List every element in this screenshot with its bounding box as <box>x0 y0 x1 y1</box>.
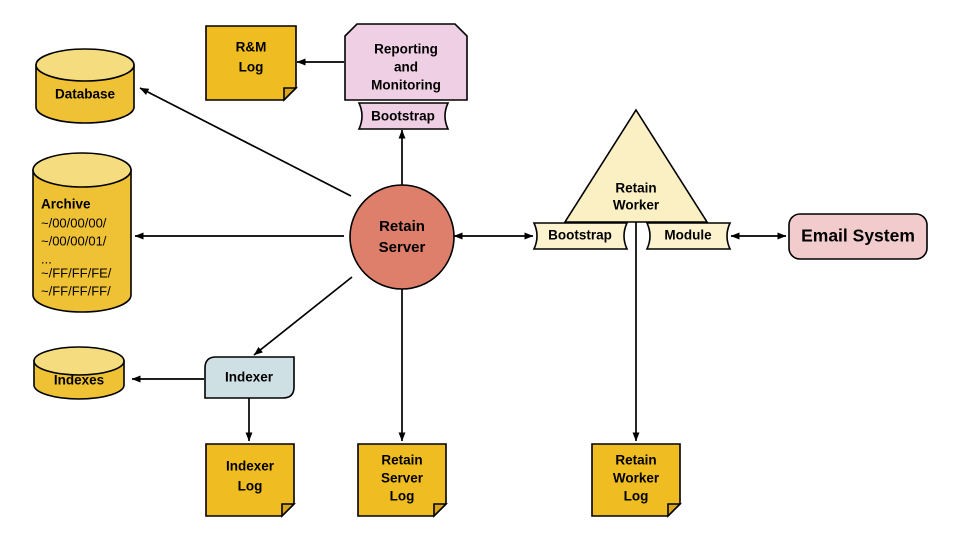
rm-log-folded-corner <box>283 87 298 102</box>
node-retain-server[interactable]: Retain Server <box>349 184 455 290</box>
retain-worker-log-folded-corner <box>667 503 682 518</box>
rm-log-label-line-1: Log <box>239 60 264 75</box>
node-rm-log[interactable]: R&M Log <box>205 25 298 102</box>
node-email-system[interactable]: Email System <box>788 213 928 260</box>
archive-cylinder-top <box>32 152 132 188</box>
worker-bootstrap-label: Bootstrap <box>548 228 612 243</box>
indexes-label: Indexes <box>54 373 104 388</box>
node-indexes[interactable]: Indexes <box>33 346 125 400</box>
node-retain-worker-log[interactable]: Retain Worker Log <box>591 443 682 518</box>
retain-worker-log-label-line-0: Retain <box>615 453 656 468</box>
archive-path-0: ~/00/00/00/ <box>41 215 107 230</box>
retain-server-log-folded-corner <box>433 503 448 518</box>
retain-server-label-line-0: Retain <box>379 218 425 235</box>
retain-worker-triangle <box>563 108 709 223</box>
retain-server-label-line-1: Server <box>379 239 426 256</box>
node-retain-server-log[interactable]: Retain Server Log <box>357 443 448 518</box>
reporting-monitoring-box <box>344 23 468 101</box>
database-cylinder-top <box>35 48 135 82</box>
indexer-log-label-line-0: Indexer <box>226 459 275 474</box>
indexer-box <box>204 356 295 399</box>
node-reporting-monitoring[interactable]: Reporting and Monitoring <box>344 23 468 101</box>
archive-label: Archive <box>41 197 91 212</box>
retain-worker-label-line-0: Retain <box>615 181 656 196</box>
node-indexer[interactable]: Indexer <box>204 356 295 399</box>
reporting-bootstrap-label: Bootstrap <box>371 109 435 124</box>
email-system-box <box>788 213 928 260</box>
archive-cylinder-body <box>32 169 132 313</box>
worker-bootstrap-box <box>532 222 629 250</box>
edge-layer <box>131 58 787 442</box>
edge-server-to-database <box>139 87 352 197</box>
retain-server-log-label-line-1: Server <box>381 471 424 486</box>
archive-path-3: ~/FF/FF/FE/ <box>41 265 112 280</box>
archive-path-1: ~/00/00/01/ <box>41 233 107 248</box>
retain-worker-log-label-line-2: Log <box>624 489 649 504</box>
node-database[interactable]: Database <box>35 48 135 124</box>
rm-log-label-line-0: R&M <box>236 40 267 55</box>
reporting-monitoring-label-line-1: and <box>394 60 418 75</box>
edge-server-to-indexer <box>253 276 353 356</box>
node-archive[interactable]: Archive ~/00/00/00/ ~/00/00/01/ ... ~/FF… <box>32 152 132 313</box>
reporting-bootstrap-box <box>357 102 450 130</box>
archive-path-ellipsis: ... <box>41 251 52 266</box>
retain-worker-log-label-line-1: Worker <box>613 471 660 486</box>
archive-path-4: ~/FF/FF/FF/ <box>41 283 111 298</box>
indexes-cylinder-top <box>33 346 125 376</box>
retain-server-log-label-line-2: Log <box>390 489 415 504</box>
worker-module-label: Module <box>664 228 712 243</box>
node-reporting-bootstrap[interactable]: Bootstrap <box>357 102 450 130</box>
database-label: Database <box>55 87 116 102</box>
email-system-label: Email System <box>801 226 915 246</box>
node-worker-bootstrap[interactable]: Bootstrap <box>532 222 629 250</box>
reporting-monitoring-label-line-2: Monitoring <box>371 78 441 93</box>
retain-worker-label-line-1: Worker <box>613 198 660 213</box>
indexer-log-folded-corner <box>281 503 296 518</box>
node-retain-worker[interactable]: Retain Worker <box>563 108 709 223</box>
reporting-monitoring-label-line-0: Reporting <box>374 42 438 57</box>
indexer-label: Indexer <box>225 370 274 385</box>
worker-module-box <box>645 222 732 250</box>
node-indexer-log[interactable]: Indexer Log <box>205 443 296 518</box>
retain-server-circle <box>349 184 455 290</box>
node-worker-module[interactable]: Module <box>645 222 732 250</box>
retain-server-log-label-line-0: Retain <box>381 453 422 468</box>
indexer-log-label-line-1: Log <box>238 479 263 494</box>
